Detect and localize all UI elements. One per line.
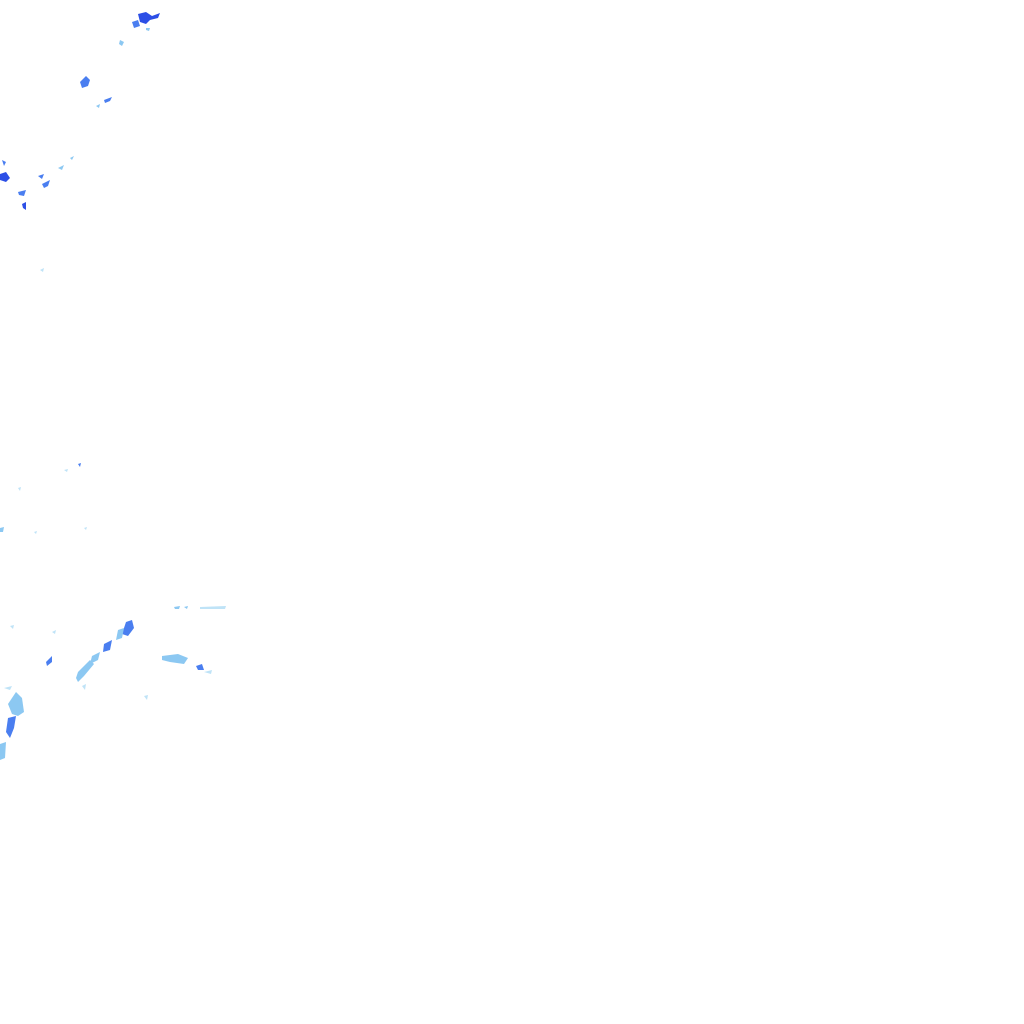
precip-cell	[58, 165, 64, 170]
precip-cell	[78, 463, 81, 467]
precip-cell	[38, 174, 44, 179]
precip-cell	[132, 20, 140, 28]
precip-cell	[162, 654, 188, 664]
precip-cell	[42, 180, 50, 188]
precip-cell	[184, 606, 188, 609]
precip-cell	[6, 716, 16, 738]
precip-cell	[174, 606, 180, 609]
precip-cell	[90, 652, 100, 664]
precip-cell	[144, 695, 148, 700]
precip-band-southwest	[0, 606, 226, 760]
precip-cell	[0, 172, 10, 182]
precip-cluster-northwest	[0, 156, 74, 272]
precip-cell	[200, 606, 226, 609]
precip-cell	[8, 692, 24, 716]
precip-cell	[76, 660, 94, 682]
precip-cell	[80, 76, 90, 88]
precip-cell	[119, 40, 124, 46]
precip-cell	[22, 202, 26, 210]
precip-cell	[18, 190, 26, 196]
precip-cell	[34, 531, 37, 534]
precip-cell	[103, 640, 112, 652]
precip-cell	[40, 268, 44, 272]
precip-cell	[46, 656, 52, 666]
precip-cell	[52, 630, 56, 634]
precip-cell	[0, 742, 6, 760]
precip-cell	[10, 625, 14, 629]
precip-cell	[70, 156, 74, 160]
precip-cell	[146, 28, 150, 31]
precip-cell	[96, 104, 100, 108]
precip-cell	[104, 97, 112, 103]
precip-cluster-north	[80, 12, 160, 108]
precip-cell	[82, 684, 86, 690]
precip-cell	[196, 664, 204, 670]
precip-cell	[122, 620, 134, 636]
precip-cell	[64, 469, 68, 472]
precip-cell	[84, 527, 87, 530]
precip-cell	[4, 686, 12, 690]
precip-cell	[18, 487, 21, 491]
precip-cluster-west	[0, 463, 87, 534]
precip-cell	[204, 670, 212, 674]
precip-cell	[0, 527, 4, 532]
precip-cell	[2, 160, 6, 166]
precip-cell	[138, 12, 160, 24]
precip-cell	[116, 628, 124, 640]
